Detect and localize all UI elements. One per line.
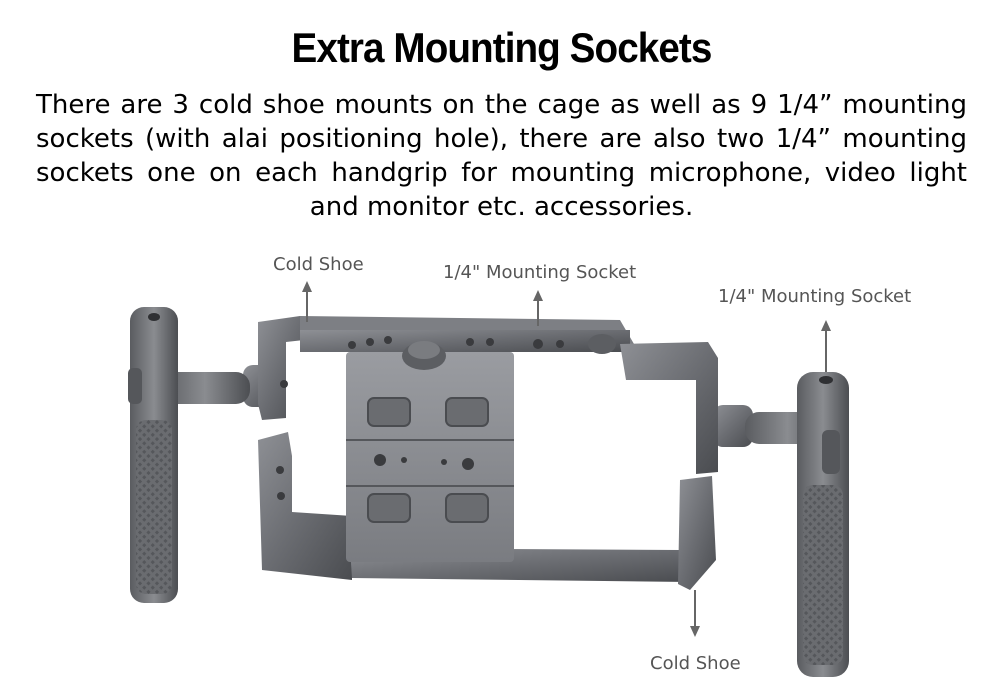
callout-mounting-socket-right: 1/4" Mounting Socket: [718, 286, 912, 307]
callout-cold-shoe-top: Cold Shoe: [273, 254, 364, 275]
right-handgrip: [713, 372, 849, 677]
callout-arrows: [302, 281, 831, 637]
feature-description: There are 3 cold shoe mounts on the cage…: [36, 90, 967, 222]
callout-mounting-socket-top: 1/4" Mounting Socket: [443, 262, 637, 283]
callout-cold-shoe-bottom: Cold Shoe: [650, 653, 741, 674]
page-title: Extra Mounting Sockets: [291, 24, 713, 71]
cage-frame: [258, 316, 718, 590]
